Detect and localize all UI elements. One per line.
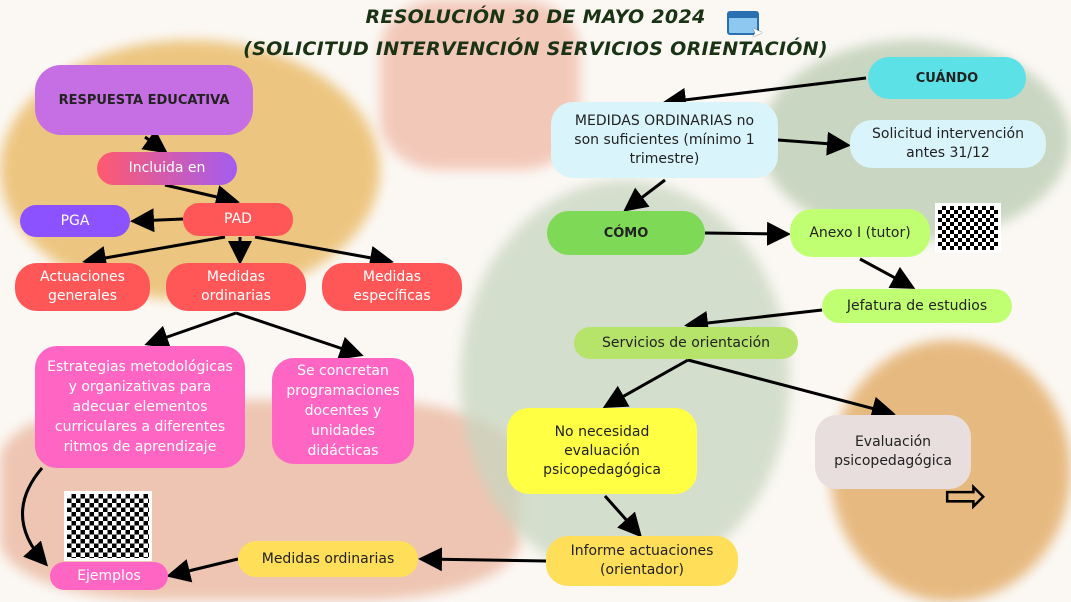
node-medidas-no-suficientes: MEDIDAS ORDINARIAS no son suficientes (m…	[551, 102, 778, 178]
node-informe-actuaciones: Informe actuaciones (orientador)	[546, 536, 738, 586]
arrow-right-icon: ⇨	[944, 466, 988, 526]
node-incluida-en: Incluida en	[97, 152, 237, 185]
node-anexo-tutor: Anexo I (tutor)	[790, 209, 930, 257]
title-line1: RESOLUCIÓN 30 DE MAYO 2024	[365, 6, 706, 28]
node-medidas-ordinarias: Medidas ordinarias	[166, 263, 306, 311]
node-ejemplos: Ejemplos	[50, 562, 168, 590]
node-estrategias: Estrategias metodológicas y organizativa…	[35, 346, 245, 468]
qr-code-left	[64, 491, 152, 561]
title-line2: (SOLICITUD INTERVENCIÓN SERVICIOS ORIENT…	[243, 38, 828, 60]
qr-code-right	[935, 203, 1001, 253]
node-servicios-orientacion: Servicios de orientación	[574, 327, 798, 359]
node-actuaciones-generales: Actuaciones generales	[15, 263, 150, 311]
node-medidas-ordinarias-2: Medidas ordinarias	[238, 541, 418, 577]
watercolor-blob	[380, 0, 580, 170]
node-no-necesidad: No necesidad evaluación psicopedagógica	[507, 408, 697, 494]
node-jefatura-estudios: Jefatura de estudios	[822, 289, 1012, 323]
browser-window-icon: ➤	[727, 11, 763, 41]
node-respuesta-educativa: RESPUESTA EDUCATIVA	[35, 65, 253, 135]
node-solicitud-intervencion: Solicitud intervención antes 31/12	[850, 120, 1046, 168]
node-pga: PGA	[20, 205, 130, 237]
node-evaluacion-psicopedagogica: Evaluación psicopedagógica	[815, 415, 971, 489]
node-como: CÓMO	[547, 211, 705, 255]
node-medidas-especificas: Medidas específicas	[322, 263, 462, 311]
node-pad: PAD	[183, 203, 293, 236]
node-cuando: CUÁNDO	[868, 57, 1026, 99]
node-se-concretan: Se concretan programaciones docentes y u…	[272, 358, 414, 464]
